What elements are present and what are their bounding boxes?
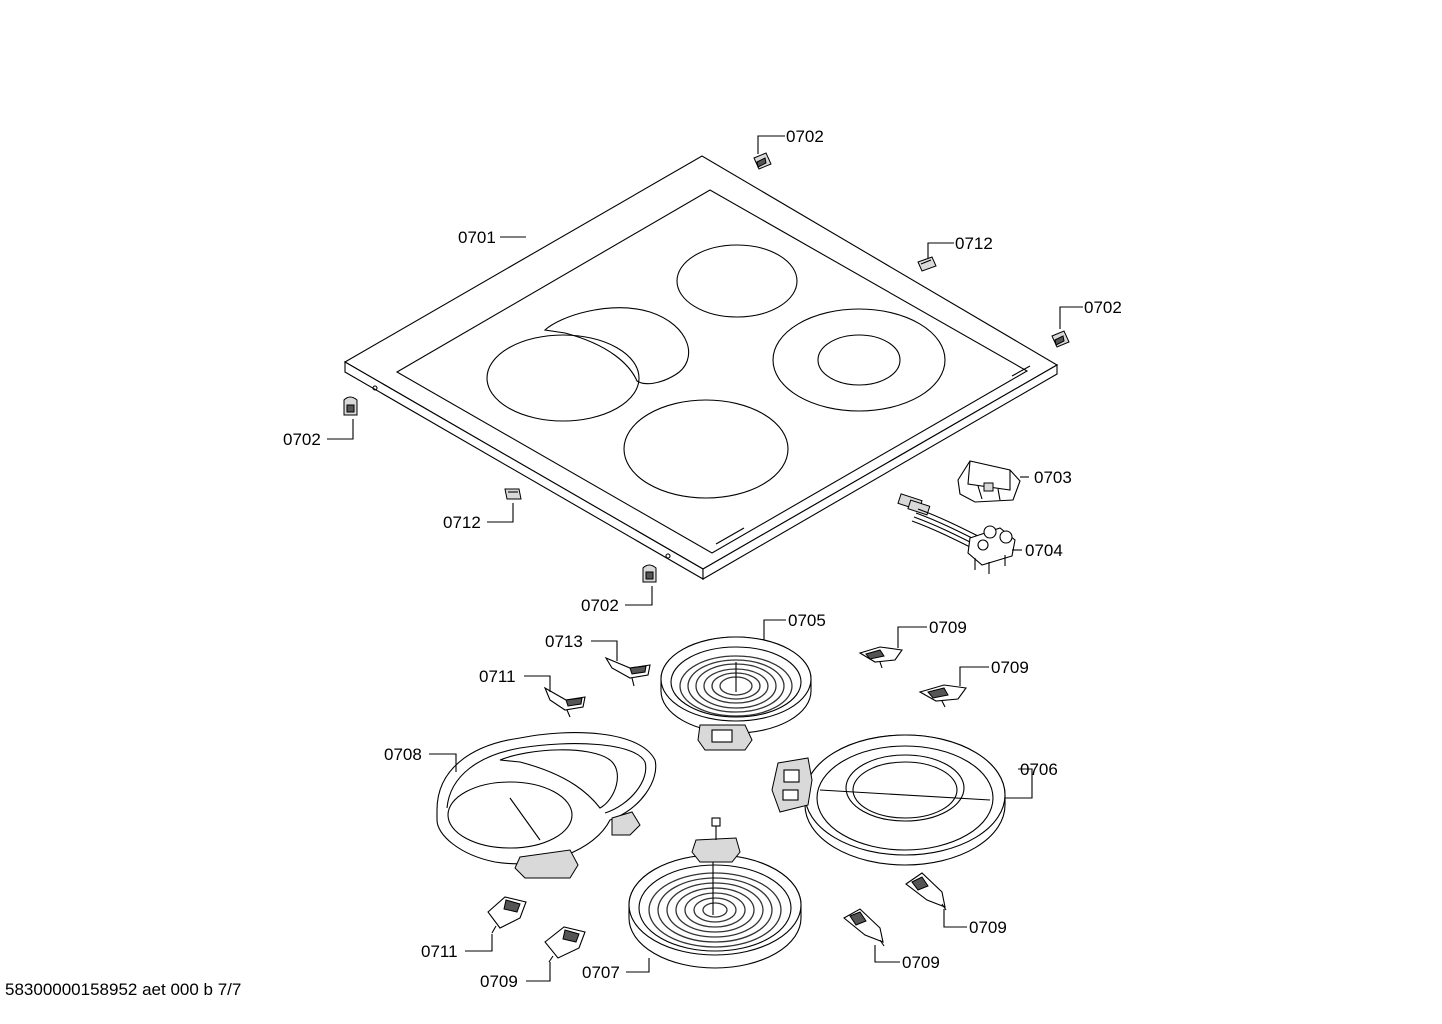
heater-clip-0709-e-part — [905, 872, 947, 911]
cooking-zone-left-oval — [486, 307, 690, 422]
label-0712-left: 0712 — [443, 513, 481, 532]
dual-radiant-heater-0706 — [771, 734, 1006, 866]
label-0711-top: 0711 — [479, 667, 516, 686]
cooking-zone-front-large — [623, 399, 789, 499]
wiring-harness-0704 — [897, 493, 1016, 574]
heater-clip-0709-c-part — [544, 926, 586, 963]
label-0703: 0703 — [1034, 468, 1072, 487]
label-0707: 0707 — [582, 963, 620, 982]
radiant-heater-0707 — [628, 817, 802, 969]
radiant-heater-0705 — [660, 636, 812, 751]
heater-clip-0709-b-part — [918, 684, 967, 708]
label-0702-top: 0702 — [786, 127, 824, 146]
label-0701: 0701 — [458, 228, 496, 247]
label-0702-left: 0702 — [283, 430, 321, 449]
heater-clip-0711-bottom-part — [487, 896, 527, 934]
heater-clip-0711-top-part — [543, 686, 586, 718]
label-0706: 0706 — [1020, 760, 1058, 779]
label-0709-b: 0709 — [991, 658, 1029, 677]
label-0709-a: 0709 — [929, 618, 967, 637]
label-0708: 0708 — [384, 745, 422, 764]
label-0709-e: 0709 — [902, 953, 940, 972]
label-0709-d: 0709 — [969, 918, 1007, 937]
leader-lines — [327, 135, 1083, 982]
heater-clip-0709-a-part — [858, 646, 903, 669]
ceramic-cooktop-panel — [343, 155, 1059, 580]
label-0711-bottom: 0711 — [421, 942, 458, 961]
label-0713: 0713 — [545, 632, 583, 651]
clip-0702-left-part — [343, 396, 358, 416]
clip-0702-right-part — [1051, 330, 1070, 348]
heater-clip-0713-part — [604, 656, 651, 687]
clip-0702-front-part — [642, 564, 657, 583]
terminal-cover-0703 — [957, 460, 1021, 503]
cooking-zone-rear-small — [676, 244, 798, 318]
label-0702-front: 0702 — [581, 596, 619, 615]
label-0702-right: 0702 — [1084, 298, 1122, 317]
label-0705: 0705 — [788, 611, 826, 630]
heater-clip-0709-d-part — [843, 908, 885, 947]
label-0704: 0704 — [1025, 541, 1063, 560]
seal-0712-left-part — [504, 488, 522, 500]
label-0712-right: 0712 — [955, 234, 993, 253]
oval-radiant-heater-0708 — [436, 732, 657, 879]
cooking-zone-right-dual — [772, 308, 946, 412]
seal-0712-right-part — [917, 256, 937, 272]
clip-0702-top-part — [753, 152, 772, 170]
drawing-reference-footer: 58300000158952 aet 000 b 7/7 — [5, 980, 242, 999]
label-0709-c: 0709 — [480, 972, 518, 991]
